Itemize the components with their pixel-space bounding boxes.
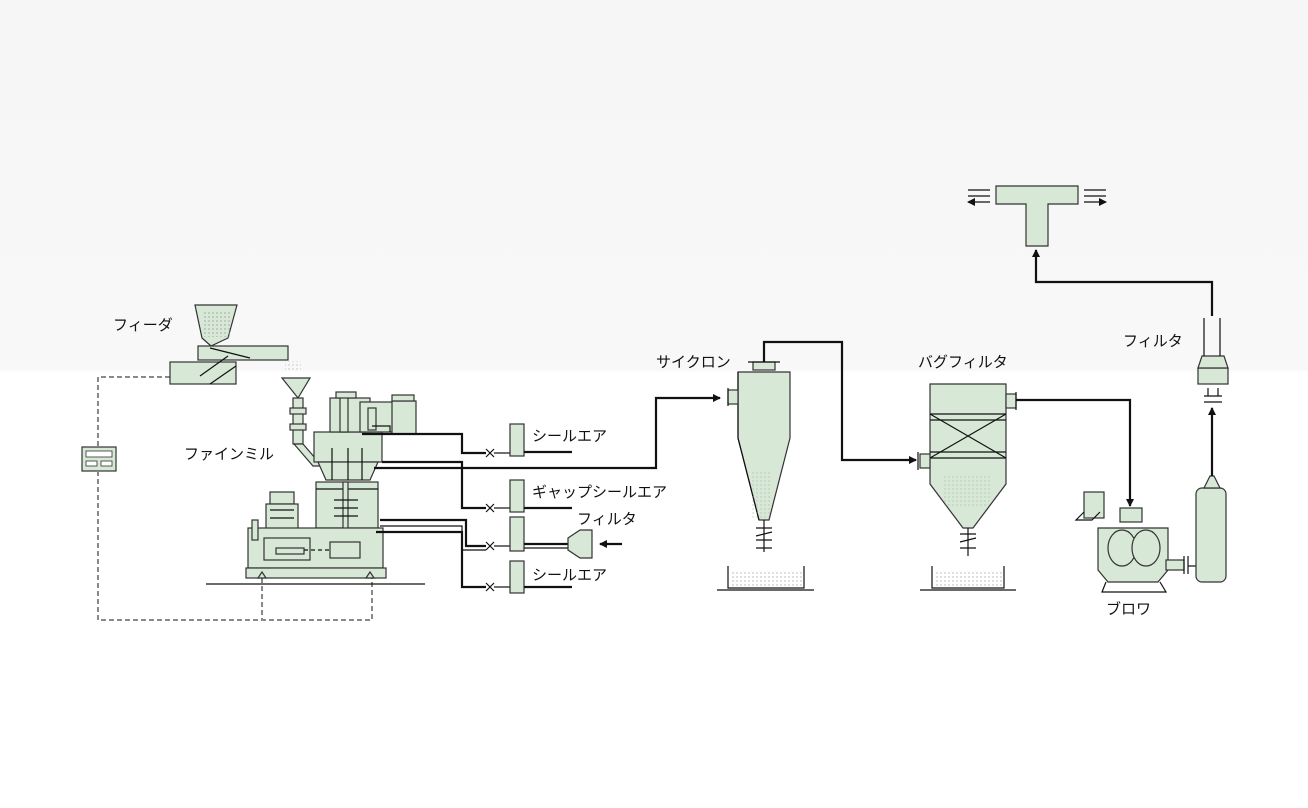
label-cyclone: サイクロン: [656, 353, 731, 371]
bag-filter: [917, 383, 1017, 591]
fine-mill: [206, 377, 425, 585]
seal-air-unit-top: [485, 423, 572, 458]
control-panel: [81, 446, 117, 472]
cyclone-to-bagfilter-duct: [762, 340, 917, 464]
blower: [1074, 491, 1189, 593]
label-seal-air-top: シールエア: [532, 427, 607, 445]
exhaust-stack: [968, 185, 1106, 247]
label-fine-mill: ファインミル: [184, 445, 274, 463]
label-blower: ブロワ: [1106, 600, 1151, 618]
filter-to-stack-duct: [1032, 249, 1214, 316]
exhaust-filter: [1197, 318, 1229, 403]
label-feeder: フィーダ: [113, 316, 173, 334]
cyclone: [717, 361, 814, 591]
label-gap-seal-air: ギャップシールエア: [532, 483, 667, 501]
label-bag-filter: バグフィルタ: [918, 353, 1008, 371]
control-signal-lines: [97, 376, 373, 621]
bagfilter-to-blower-duct: [1016, 398, 1134, 507]
gap-seal-air-unit: [485, 479, 572, 513]
seal-air-unit-bottom: [485, 560, 572, 594]
exhaust-column: [1188, 475, 1227, 583]
feeder: [169, 304, 301, 385]
label-filter-inlet: フィルタ: [577, 510, 637, 528]
mill-side-piping: [362, 394, 721, 589]
inlet-filter-unit: [485, 516, 622, 559]
label-filter-exhaust: フィルタ: [1123, 332, 1183, 350]
label-seal-air-bottom: シールエア: [532, 566, 607, 584]
